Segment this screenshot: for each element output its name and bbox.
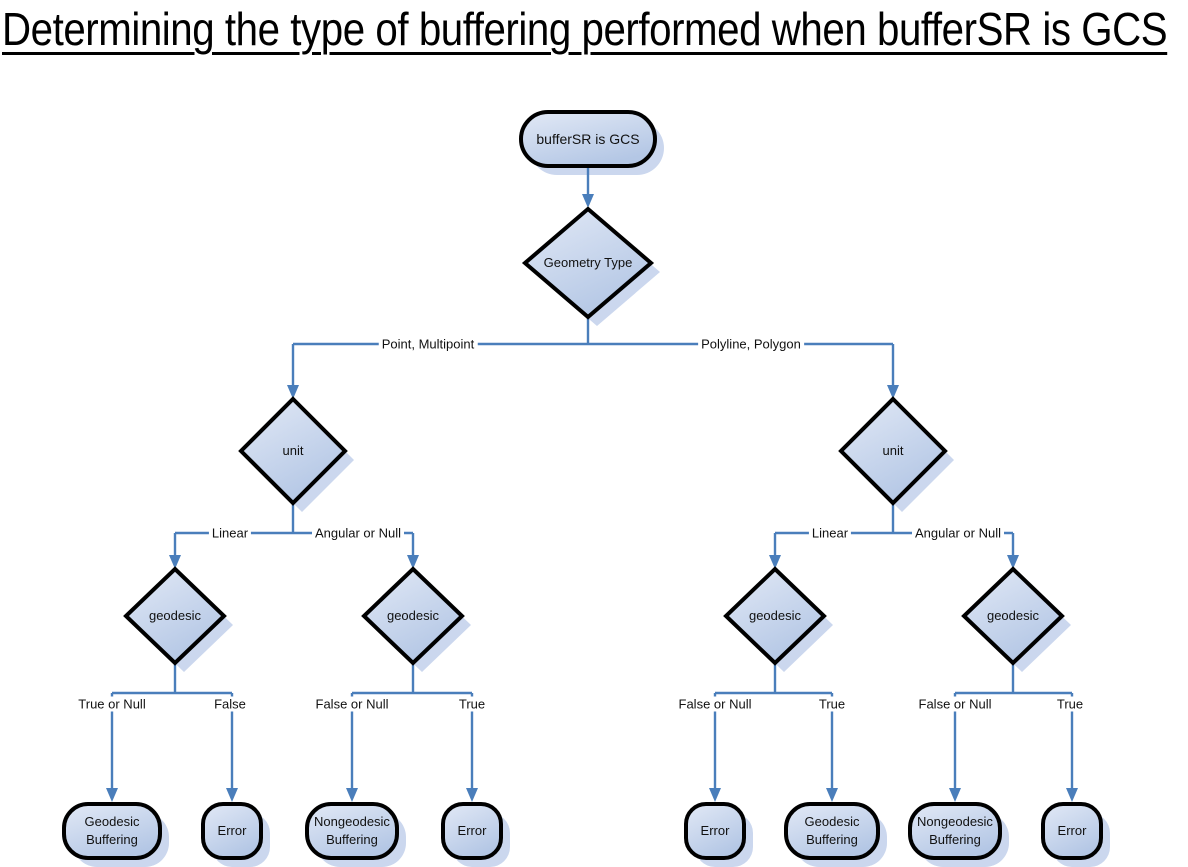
edge-label-true-4: True xyxy=(1053,696,1087,712)
edge-label-false-or-null-4: False or Null xyxy=(915,696,995,712)
decision-geodesic-3-shape xyxy=(723,566,827,666)
decision-unit-right-shape xyxy=(838,396,948,506)
decision-geodesic-2-shape xyxy=(361,566,465,666)
arrowhead xyxy=(769,555,781,569)
terminal-nongeodesic-buffering-2-shape xyxy=(908,802,1002,860)
edge-label-true-2: True xyxy=(455,696,489,712)
arrowhead xyxy=(582,194,594,208)
terminal-geodesic-buffering-2-shape xyxy=(784,802,880,860)
arrowhead xyxy=(407,555,419,569)
edge-label-false-or-null-3: False or Null xyxy=(675,696,755,712)
arrowhead xyxy=(1066,788,1078,802)
decision-geometry-type-shape xyxy=(521,206,655,320)
terminal-error-3-shape xyxy=(684,802,746,860)
connector-unit-right-geodesics xyxy=(773,503,1015,557)
start-node-shape xyxy=(519,110,657,168)
decision-geodesic-1-shape xyxy=(123,566,227,666)
terminal-error-1-shape xyxy=(201,802,263,860)
decision-geodesic-4-shape xyxy=(961,566,1065,666)
arrowheads xyxy=(106,194,1078,802)
connector-geodesic3-terminals xyxy=(713,663,834,790)
edge-label-angular-or-null-left: Angular or Null xyxy=(312,525,404,541)
terminal-error-2-shape xyxy=(441,802,503,860)
edge-label-true-or-null-1: True or Null xyxy=(75,696,149,712)
edge-label-false-or-null-2: False or Null xyxy=(312,696,392,712)
connector-geometry-units xyxy=(291,317,895,387)
terminal-error-4-shape xyxy=(1041,802,1103,860)
arrowhead xyxy=(887,385,899,399)
arrowhead xyxy=(106,788,118,802)
edge-label-false-1: False xyxy=(211,696,249,712)
arrowhead xyxy=(287,385,299,399)
decision-unit-left-shape xyxy=(238,396,348,506)
arrowhead xyxy=(466,788,478,802)
connector-unit-left-geodesics xyxy=(173,503,415,557)
arrowhead xyxy=(226,788,238,802)
shapes xyxy=(62,110,1103,860)
arrowhead xyxy=(169,555,181,569)
connector-geodesic4-terminals xyxy=(953,663,1074,790)
connector-geodesic1-terminals xyxy=(110,663,234,790)
edge-label-polyline-polygon: Polyline, Polygon xyxy=(698,336,804,352)
arrowhead xyxy=(949,788,961,802)
edge-label-angular-or-null-right: Angular or Null xyxy=(912,525,1004,541)
arrowhead xyxy=(709,788,721,802)
edge-label-point-multipoint: Point, Multipoint xyxy=(378,336,478,352)
arrowhead xyxy=(1007,555,1019,569)
connectors xyxy=(110,166,1074,790)
edge-label-true-3: True xyxy=(815,696,849,712)
edge-label-linear-right: Linear xyxy=(808,525,852,541)
terminal-nongeodesic-buffering-1-shape xyxy=(305,802,399,860)
page-title: Determining the type of buffering perfor… xyxy=(2,3,1168,55)
arrowhead xyxy=(826,788,838,802)
arrowhead xyxy=(346,788,358,802)
connector-geodesic2-terminals xyxy=(350,663,474,790)
terminal-geodesic-buffering-1-shape xyxy=(62,802,162,860)
edge-label-linear-left: Linear xyxy=(208,525,252,541)
